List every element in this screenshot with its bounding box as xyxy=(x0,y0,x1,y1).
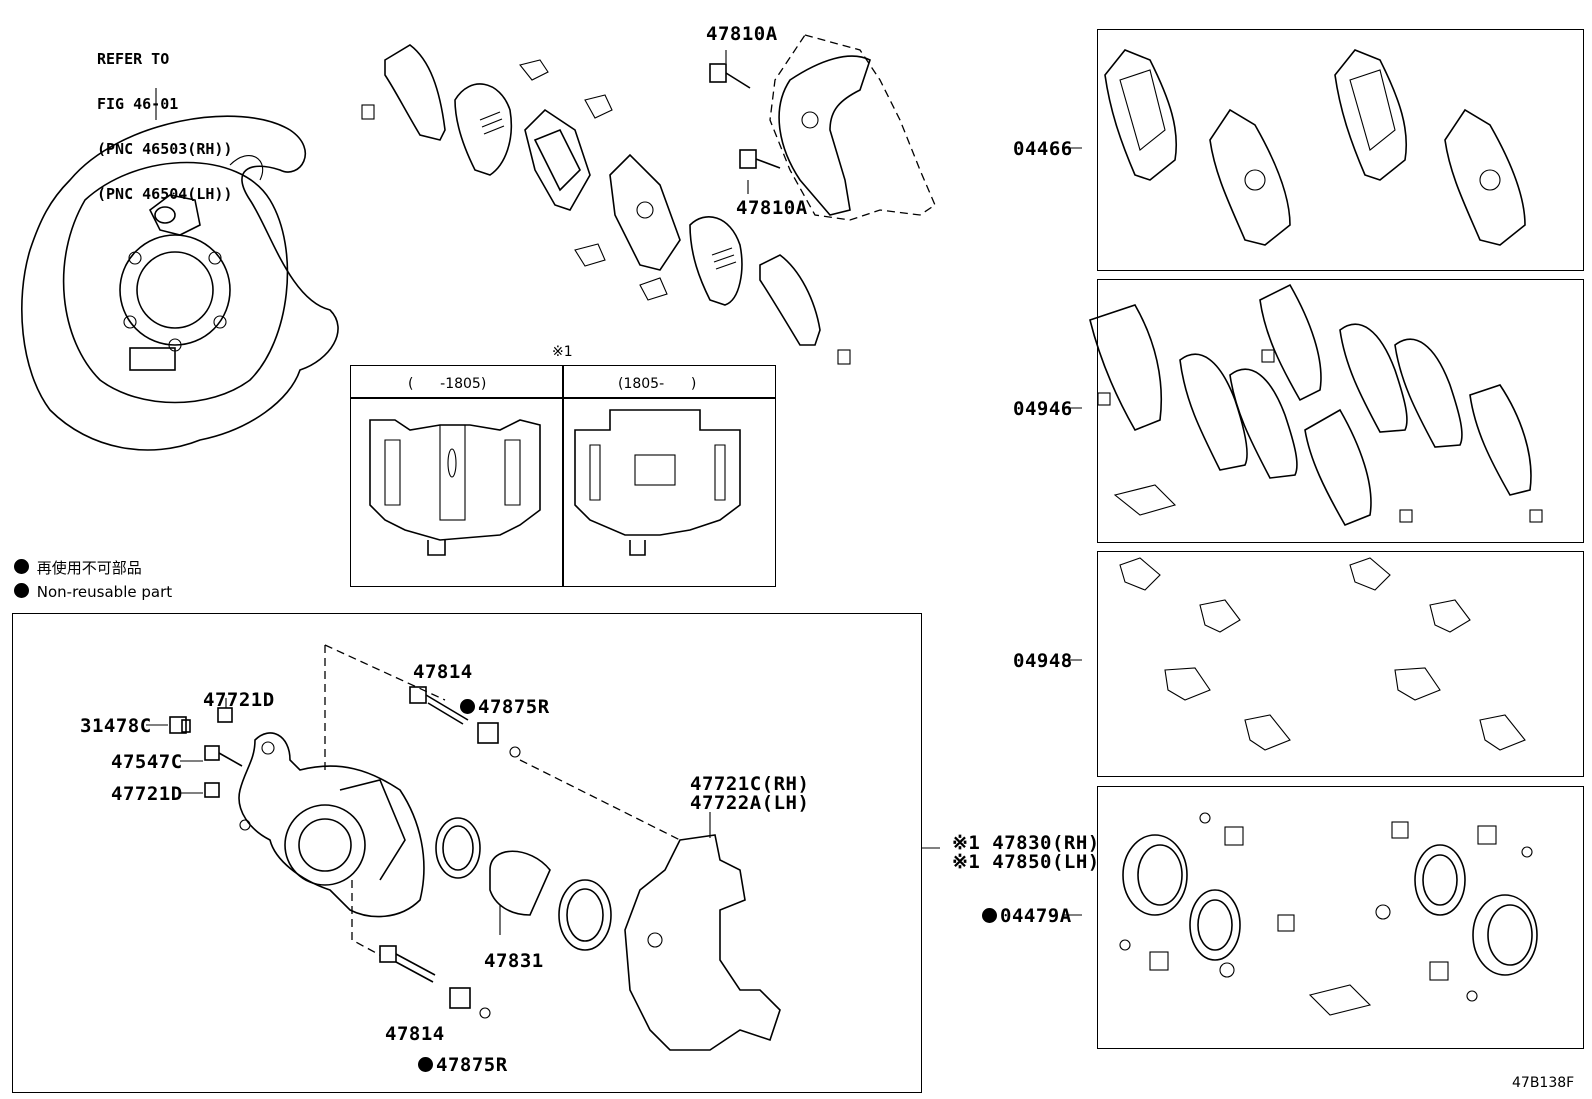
part-label-47850-lh[interactable]: ※1 47850(LH) xyxy=(952,851,1100,873)
non-reusable-icon xyxy=(418,1057,433,1072)
legend-jp-text: 再使用不可部品 xyxy=(36,559,142,577)
refer-note-line3: (PNC 46503(RH)) xyxy=(97,140,233,158)
kit-label-04946[interactable]: 04946 xyxy=(1013,398,1073,420)
kit-pads-drawing xyxy=(1104,49,1526,246)
kit-box-clips xyxy=(1097,551,1584,777)
part-label-47875r-top[interactable]: 47875R xyxy=(460,697,550,717)
inset-divider xyxy=(562,365,564,587)
refer-note-line4: (PNC 46504(LH)) xyxy=(97,185,233,203)
part-label-47831[interactable]: 47831 xyxy=(484,950,544,972)
refer-note-line2: FIG 46-01 xyxy=(97,95,179,113)
kit-seals-drawing xyxy=(1119,812,1538,1016)
part-label-text: 47875R xyxy=(478,696,550,718)
inset-mark: ※1 xyxy=(552,344,573,360)
top-bracket-drawing xyxy=(709,34,936,221)
main-caliper-frame xyxy=(12,613,922,1093)
refer-note: REFER TO FIG 46-01 (PNC 46503(RH)) (PNC … xyxy=(97,22,232,217)
part-label-text: 04479A xyxy=(1000,905,1072,927)
kit-label-04479a[interactable]: 04479A xyxy=(982,906,1072,926)
non-reusable-icon xyxy=(982,908,997,923)
refer-note-line1: REFER TO xyxy=(97,50,170,68)
part-label-31478c[interactable]: 31478C xyxy=(80,715,152,737)
inset-header-line xyxy=(350,397,776,399)
part-label-47547c[interactable]: 47547C xyxy=(111,751,183,773)
main-caliper-drawing xyxy=(169,644,781,1051)
part-label-47814-top[interactable]: 47814 xyxy=(413,661,473,683)
kit-label-04948[interactable]: 04948 xyxy=(1013,650,1073,672)
kit-label-04466[interactable]: 04466 xyxy=(1013,138,1073,160)
part-label-47810a-lower[interactable]: 47810A xyxy=(736,197,808,219)
part-label-47875r-bottom[interactable]: 47875R xyxy=(418,1055,508,1075)
bullet-icon xyxy=(14,583,29,598)
inset-left-header: ( -1805) xyxy=(408,376,487,392)
part-label-text: 47875R xyxy=(436,1054,508,1076)
inset-calipers-drawing xyxy=(369,409,741,556)
legend-en: Non-reusable part xyxy=(14,583,172,601)
kit-box-pads xyxy=(1097,29,1584,271)
legend-jp: 再使用不可部品 xyxy=(14,557,142,578)
part-label-47810a-upper[interactable]: 47810A xyxy=(706,23,778,45)
non-reusable-icon xyxy=(460,699,475,714)
kit-box-seals xyxy=(1097,786,1584,1049)
part-label-47721d-bottom[interactable]: 47721D xyxy=(111,783,183,805)
diagram-code: 47B138F xyxy=(1512,1075,1575,1091)
part-label-47721d-top[interactable]: 47721D xyxy=(203,689,275,711)
kit-clips-drawing xyxy=(1119,557,1526,751)
part-label-47830-rh[interactable]: ※1 47830(RH) xyxy=(952,832,1100,854)
part-label-47721c-rh[interactable]: 47721C(RH) xyxy=(690,773,810,795)
kit-shims-drawing xyxy=(1089,283,1543,527)
bullet-icon xyxy=(14,559,29,574)
top-pad-set-drawing xyxy=(361,44,851,365)
legend-en-text: Non-reusable part xyxy=(36,583,173,601)
dust-shield-drawing xyxy=(21,88,339,451)
part-label-47814-bottom[interactable]: 47814 xyxy=(385,1023,445,1045)
leader-lines xyxy=(146,147,1082,916)
inset-right-header: (1805- ) xyxy=(618,376,697,392)
kit-box-shims xyxy=(1097,279,1584,543)
part-label-47722a-lh[interactable]: 47722A(LH) xyxy=(690,792,810,814)
